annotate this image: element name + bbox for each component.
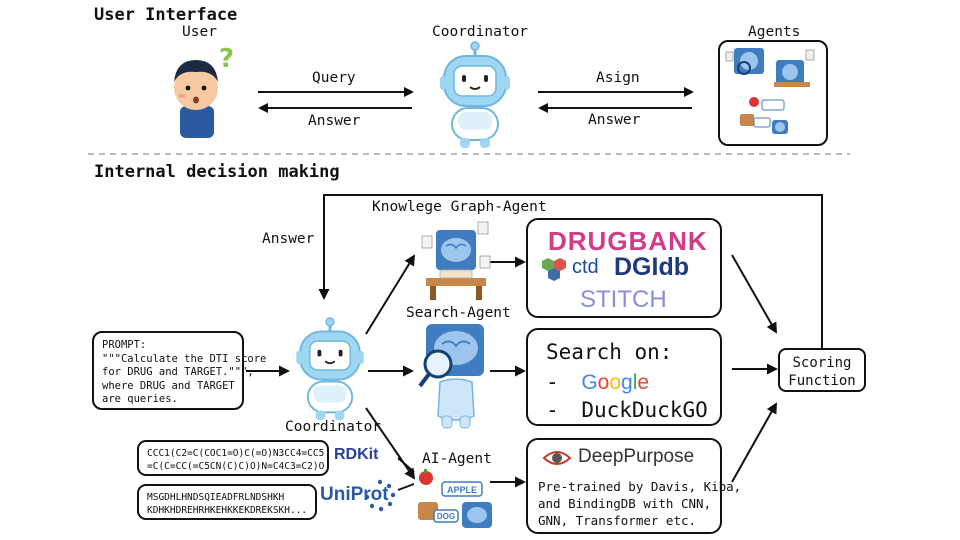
brain-flashcards-icon: APPLE DOG — [418, 469, 492, 528]
google-letter: e — [637, 371, 650, 394]
scoring-line: Function — [788, 373, 856, 389]
answer-label-top-right: Answer — [588, 112, 641, 128]
search-engines-box: Search on: - Google - DuckDuckGO — [526, 328, 722, 426]
prompt-line: for DRUG and TARGET.""", — [102, 366, 254, 378]
drugbank-logo: DRUGBANK — [548, 226, 708, 257]
brain-at-desk-icon — [421, 221, 491, 300]
svg-text:DOG: DOG — [437, 512, 455, 521]
deeppurpose-eye-icon — [542, 451, 572, 465]
pretrained-line: GNN, Transformer etc. — [538, 513, 697, 528]
google-letter: g — [621, 371, 633, 394]
prompt-box: PROMPT: """Calculate the DTI score for D… — [92, 331, 267, 410]
kg-agent-label: Knowlege Graph-Agent — [372, 199, 547, 215]
search-on-title: Search on: — [546, 340, 673, 364]
prompt-line: """Calculate the DTI score — [102, 352, 267, 365]
top-arrows — [88, 87, 850, 155]
ctd-hexagon-icon — [542, 258, 566, 281]
query-label: Query — [312, 70, 356, 86]
coordinator-label-top: Coordinator — [432, 24, 529, 40]
dash: - — [546, 370, 559, 394]
question-mark-icon: ? — [219, 44, 235, 74]
agents-collage-icon — [725, 48, 815, 134]
stitch-text: STITCH — [580, 286, 667, 313]
smiles-box: CCC1(C2=C(COC1=O)C(=O)N3CC4=CC5 =C(C=CC(… — [137, 440, 329, 476]
google-letter: G — [581, 371, 598, 394]
drugbank-text: DRUGBANK — [548, 226, 708, 256]
section-title-internal-decision: Internal decision making — [94, 162, 340, 182]
rdkit-logo: RDKit — [334, 446, 379, 463]
ai-models-box: DeepPurpose Pre-trained by Davis, Kiba, … — [526, 438, 741, 534]
uniprot-dots-icon — [364, 479, 396, 512]
sequence-line: MSGDHLHNDSQIEADFRLNDSHKH — [147, 492, 285, 503]
sequence-line: KDHKHDREHRHKEHKKEKDREKSKH... — [147, 505, 308, 516]
prompt-line: PROMPT: — [102, 339, 147, 351]
deeppurpose-text: DeepPurpose — [578, 446, 695, 467]
robot-icon — [440, 41, 510, 148]
search-agent-label: Search-Agent — [406, 305, 511, 321]
sequence-box: MSGDHLHNDSQIEADFRLNDSHKH KDHKHDREHRHKEHK… — [137, 484, 317, 520]
scoring-line: Scoring — [792, 355, 852, 371]
uniprot-logo: UniProt — [320, 484, 389, 505]
google-logo: Google — [581, 371, 649, 394]
robot-icon — [296, 317, 364, 421]
pretrained-text: Pre-trained by Davis, Kiba, and BindingD… — [528, 478, 751, 529]
duckduckgo-text: DuckDuckGO — [581, 398, 708, 422]
section-title-user-interface: User Interface — [94, 5, 238, 25]
confused-person-icon — [174, 60, 218, 138]
google-letter: o — [597, 371, 610, 394]
assign-label: Asign — [596, 70, 640, 86]
prompt-line: are queries. — [102, 393, 178, 405]
ai-agent-label: AI-Agent — [422, 451, 492, 467]
brain-magnifier-icon — [418, 324, 484, 429]
agents-label: Agents — [748, 24, 801, 40]
dgidb-text: DGIdb — [614, 253, 689, 281]
coordinator-label-bottom: Coordinator — [285, 419, 382, 435]
prompt-line: where DRUG and TARGET — [102, 379, 235, 392]
ctd-text: ctd — [572, 256, 599, 278]
scoring-function-box: Scoring Function — [778, 348, 866, 392]
svg-text:APPLE: APPLE — [447, 485, 477, 495]
dash: - — [546, 398, 559, 422]
search-item-google: - Google — [546, 368, 649, 397]
search-item-duckduckgo: - DuckDuckGO — [546, 396, 708, 424]
smiles-line: CCC1(C2=C(COC1=O)C(=O)N3CC4=CC5 — [147, 448, 325, 459]
agents-box — [718, 40, 828, 146]
pretrained-line: and BindingDB with CNN, — [538, 496, 712, 511]
kg-databases-box: DRUGBANK ctd DGIdb STITCH — [526, 218, 722, 318]
google-letter: l — [632, 371, 638, 394]
smiles-line: =C(C=CC(=C5CN(C)C)O)N=C4C3=C2)O — [147, 461, 325, 472]
user-label: User — [182, 24, 217, 40]
answer-label-feedback: Answer — [262, 231, 315, 247]
answer-label-top: Answer — [308, 113, 361, 129]
google-letter: o — [609, 371, 622, 394]
pretrained-line: Pre-trained by Davis, Kiba, — [538, 479, 742, 494]
